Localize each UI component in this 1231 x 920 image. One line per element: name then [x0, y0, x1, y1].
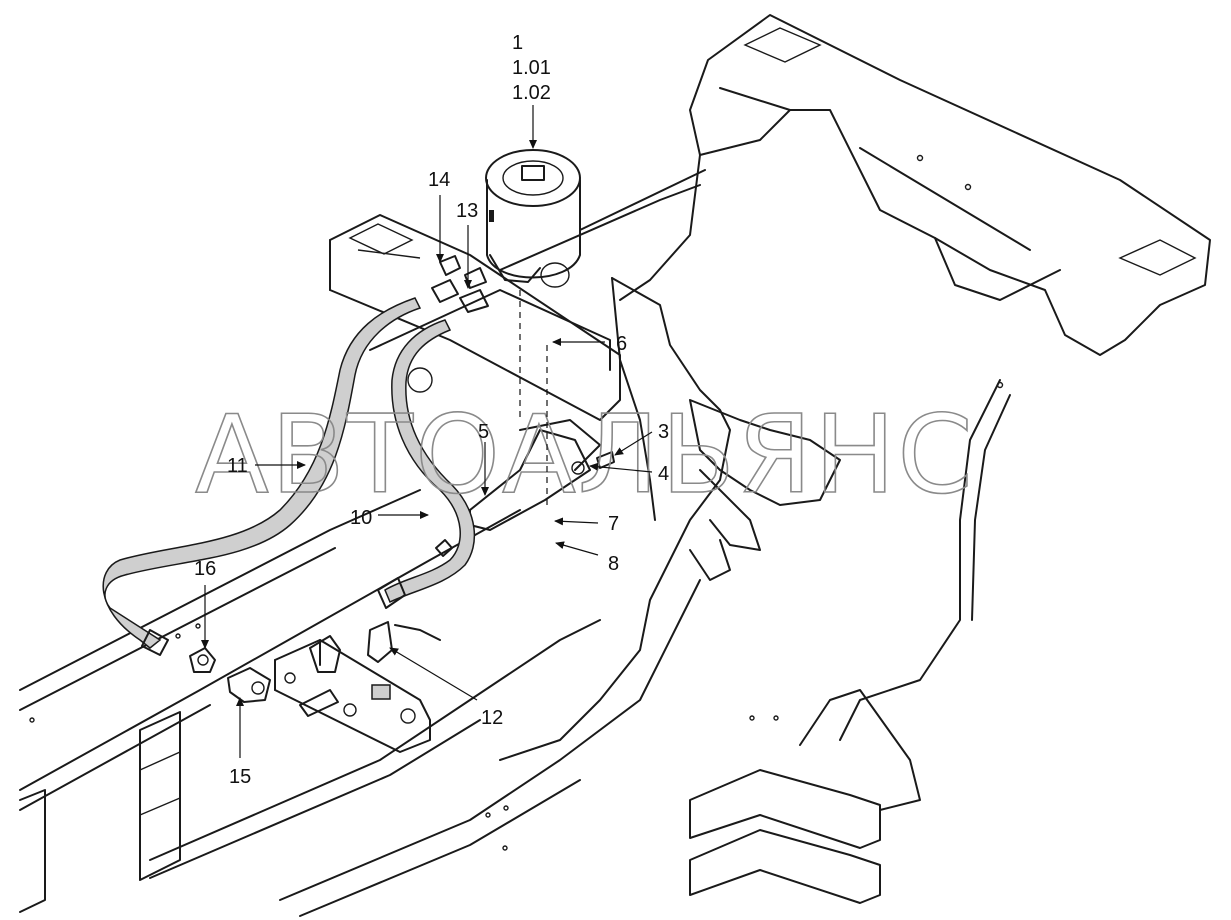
filter-assembly	[485, 149, 581, 288]
label-1-01: 1.01	[512, 57, 551, 79]
label-4: 4	[658, 463, 669, 485]
label-12: 12	[481, 707, 503, 729]
label-7: 7	[608, 513, 619, 535]
label-11: 11	[227, 455, 248, 477]
leader-lines	[201, 105, 653, 758]
frame-holes	[29, 154, 1004, 851]
label-10: 10	[350, 507, 372, 529]
label-15: 15	[229, 766, 251, 788]
label-14: 14	[428, 169, 450, 191]
label-8: 8	[608, 553, 619, 575]
label-3: 3	[658, 421, 669, 443]
watermark-text: АВТОАЛЬЯНС	[195, 393, 975, 518]
label-5: 5	[478, 421, 489, 443]
frame-drawing	[19, 14, 1211, 917]
label-6: 6	[616, 333, 627, 355]
label-16: 16	[194, 558, 216, 580]
label-1: 1	[512, 32, 523, 54]
label-13: 13	[456, 200, 478, 222]
part-labels: 1 1.01 1.02 14 13 6 5 3 4 7 8 10 11 12 1…	[194, 32, 669, 788]
label-1-02: 1.02	[512, 82, 551, 104]
